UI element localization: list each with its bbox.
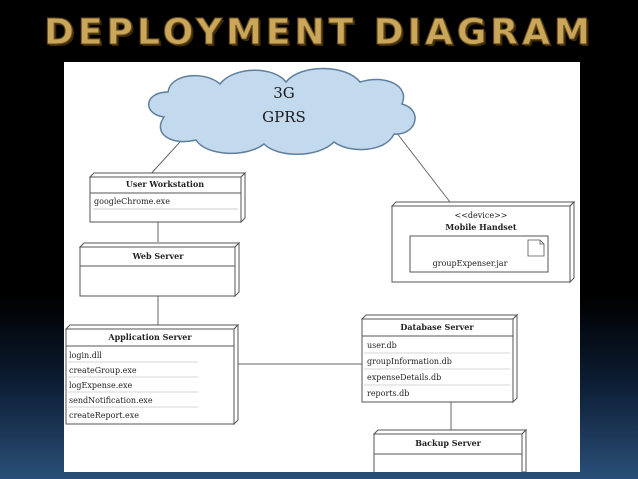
- deployment-diagram: 3G GPRS User Workstation googleChrome.ex…: [64, 67, 576, 472]
- app-item-login: login.dll: [69, 351, 102, 360]
- node-user-workstation: User Workstation googleChrome.exe: [88, 171, 247, 224]
- diagram-canvas: 3G GPRS User Workstation googleChrome.ex…: [64, 62, 580, 472]
- db-item-groupinformation: groupInformation.db: [367, 357, 452, 366]
- app-item-logexpense: logExpense.exe: [69, 381, 132, 390]
- app-item-createreport: createReport.exe: [69, 411, 139, 420]
- node-web-server: Web Server: [78, 241, 241, 298]
- node-mobile-handset: <<device>> Mobile Handset groupExpenser.…: [390, 200, 576, 284]
- db-item-expensedetails: expenseDetails.db: [367, 373, 441, 382]
- slide-title: DEPLOYMENT DIAGRAM: [44, 12, 594, 54]
- database-server-title: Database Server: [400, 322, 474, 332]
- artifact-label: groupExpenser.jar: [433, 259, 508, 268]
- user-workstation-item: googleChrome.exe: [94, 197, 170, 206]
- mobile-handset-title: Mobile Handset: [445, 222, 516, 232]
- file-icon: [527, 239, 545, 257]
- application-server-title: Application Server: [107, 332, 192, 342]
- network-cloud: 3G GPRS: [147, 67, 416, 155]
- user-workstation-title: User Workstation: [126, 179, 204, 189]
- mobile-handset-stereotype: <<device>>: [455, 211, 508, 220]
- node-backup-server: Backup Server: [372, 428, 528, 472]
- db-item-user: user.db: [367, 341, 397, 350]
- cloud-label-gprs: GPRS: [262, 108, 306, 126]
- node-application-server: Application Server login.dll createGroup…: [64, 323, 240, 426]
- app-item-sendnotification: sendNotification.exe: [69, 396, 153, 405]
- cloud-label-3g: 3G: [273, 84, 295, 102]
- node-database-server: Database Server user.db groupInformation…: [360, 313, 519, 404]
- artifact-groupexpenser: groupExpenser.jar: [409, 235, 549, 273]
- app-item-creategroup: createGroup.exe: [69, 366, 137, 375]
- db-item-reports: reports.db: [367, 389, 409, 398]
- backup-server-title: Backup Server: [415, 438, 481, 448]
- web-server-title: Web Server: [132, 251, 185, 261]
- link-cloud-mobile: [395, 131, 451, 203]
